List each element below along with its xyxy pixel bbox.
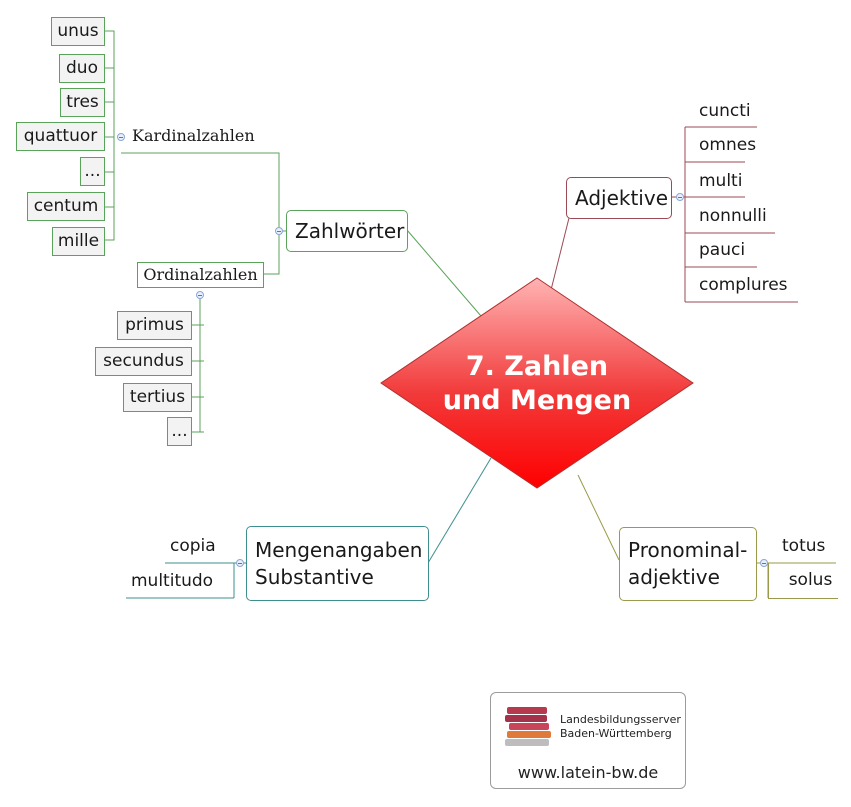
connector-mengenangaben	[427, 457, 492, 564]
mengenangaben-item[interactable]: multitudo	[131, 571, 214, 591]
adjektive-item[interactable]: cuncti	[699, 101, 751, 121]
pronominal-item[interactable]: solus	[768, 563, 838, 599]
connector-pronominal	[577, 474, 620, 561]
kardinal-label[interactable]: Kardinalzahlen	[132, 126, 255, 145]
ordinal-label-text: Ordinalzahlen	[143, 265, 258, 284]
connector-kardinal	[271, 152, 286, 232]
adjektive-item[interactable]: pauci	[699, 240, 746, 260]
mengenangaben-item[interactable]: copia	[170, 536, 216, 556]
logo-line2: Baden-Württemberg	[560, 727, 672, 740]
adjektive-item[interactable]: complures	[699, 275, 788, 295]
kardinal-item[interactable]: mille	[52, 227, 105, 256]
center-title[interactable]: 7. Zahlen und Mengen	[381, 350, 693, 418]
mengenangaben-label-line2: Substantive	[255, 564, 374, 589]
ordinal-label[interactable]: Ordinalzahlen	[137, 262, 264, 288]
center-diamond[interactable]	[380, 277, 694, 489]
ordinal-item[interactable]: secundus	[95, 347, 192, 376]
kardinal-item[interactable]: centum	[27, 192, 105, 221]
kardinal-item[interactable]: duo	[59, 54, 105, 83]
logo-url-link[interactable]: www.latein-bw.de	[517, 763, 659, 782]
adjektive-node[interactable]: Adjektive	[566, 177, 672, 219]
adjektive-collapse-icon[interactable]	[676, 193, 684, 201]
pronominal-label-line1: Pronominal-	[628, 538, 748, 562]
kardinal-item[interactable]: quattuor	[16, 122, 105, 151]
connector-zahlwoerter	[406, 229, 482, 317]
zahlwoerter-collapse-icon[interactable]	[275, 227, 283, 235]
logo-box[interactable]: Landesbildungsserver Baden-Württemberg w…	[490, 692, 686, 789]
pronominal-label-line2: adjektive	[628, 565, 720, 589]
ordinal-collapse-icon[interactable]	[196, 291, 204, 299]
mengenangaben-label-line1: Mengenangaben	[255, 537, 423, 562]
kardinal-bracket	[104, 30, 115, 241]
pronominal-item-text: solus	[788, 570, 833, 590]
ordinal-bracket	[192, 297, 204, 433]
adjektive-item[interactable]: multi	[699, 171, 743, 191]
books-logo-icon	[505, 707, 551, 746]
center-title-line1: 7. Zahlen	[465, 351, 609, 382]
zahlwoerter-node[interactable]: Zahlwörter	[286, 210, 408, 252]
logo-line1: Landesbildungsserver	[560, 713, 681, 726]
adjektive-item[interactable]: omnes	[699, 135, 757, 155]
mengenangaben-node[interactable]: Mengenangaben Substantive	[246, 526, 429, 601]
adjektive-item[interactable]: nonnulli	[699, 206, 767, 226]
kardinal-item[interactable]: tres	[60, 88, 105, 117]
adjektive-label: Adjektive	[575, 185, 669, 210]
mengenangaben-collapse-icon[interactable]	[236, 559, 244, 567]
kardinal-collapse-icon[interactable]	[117, 133, 125, 141]
ordinal-item[interactable]: primus	[117, 311, 192, 340]
kardinal-item[interactable]: unus	[51, 17, 105, 46]
connector-adjektive	[550, 209, 572, 291]
pronominal-collapse-icon[interactable]	[760, 559, 768, 567]
zahlwoerter-label: Zahlwörter	[295, 218, 405, 243]
ordinal-item[interactable]: ...	[167, 417, 192, 446]
ordinal-item[interactable]: tertius	[123, 383, 192, 412]
pronominal-node[interactable]: Pronominal- adjektive	[619, 527, 757, 601]
pronominal-item[interactable]: totus	[782, 536, 826, 556]
kardinal-item[interactable]: ...	[80, 157, 105, 186]
center-title-line2: und Mengen	[442, 384, 632, 416]
connector-ordinal	[263, 231, 280, 275]
